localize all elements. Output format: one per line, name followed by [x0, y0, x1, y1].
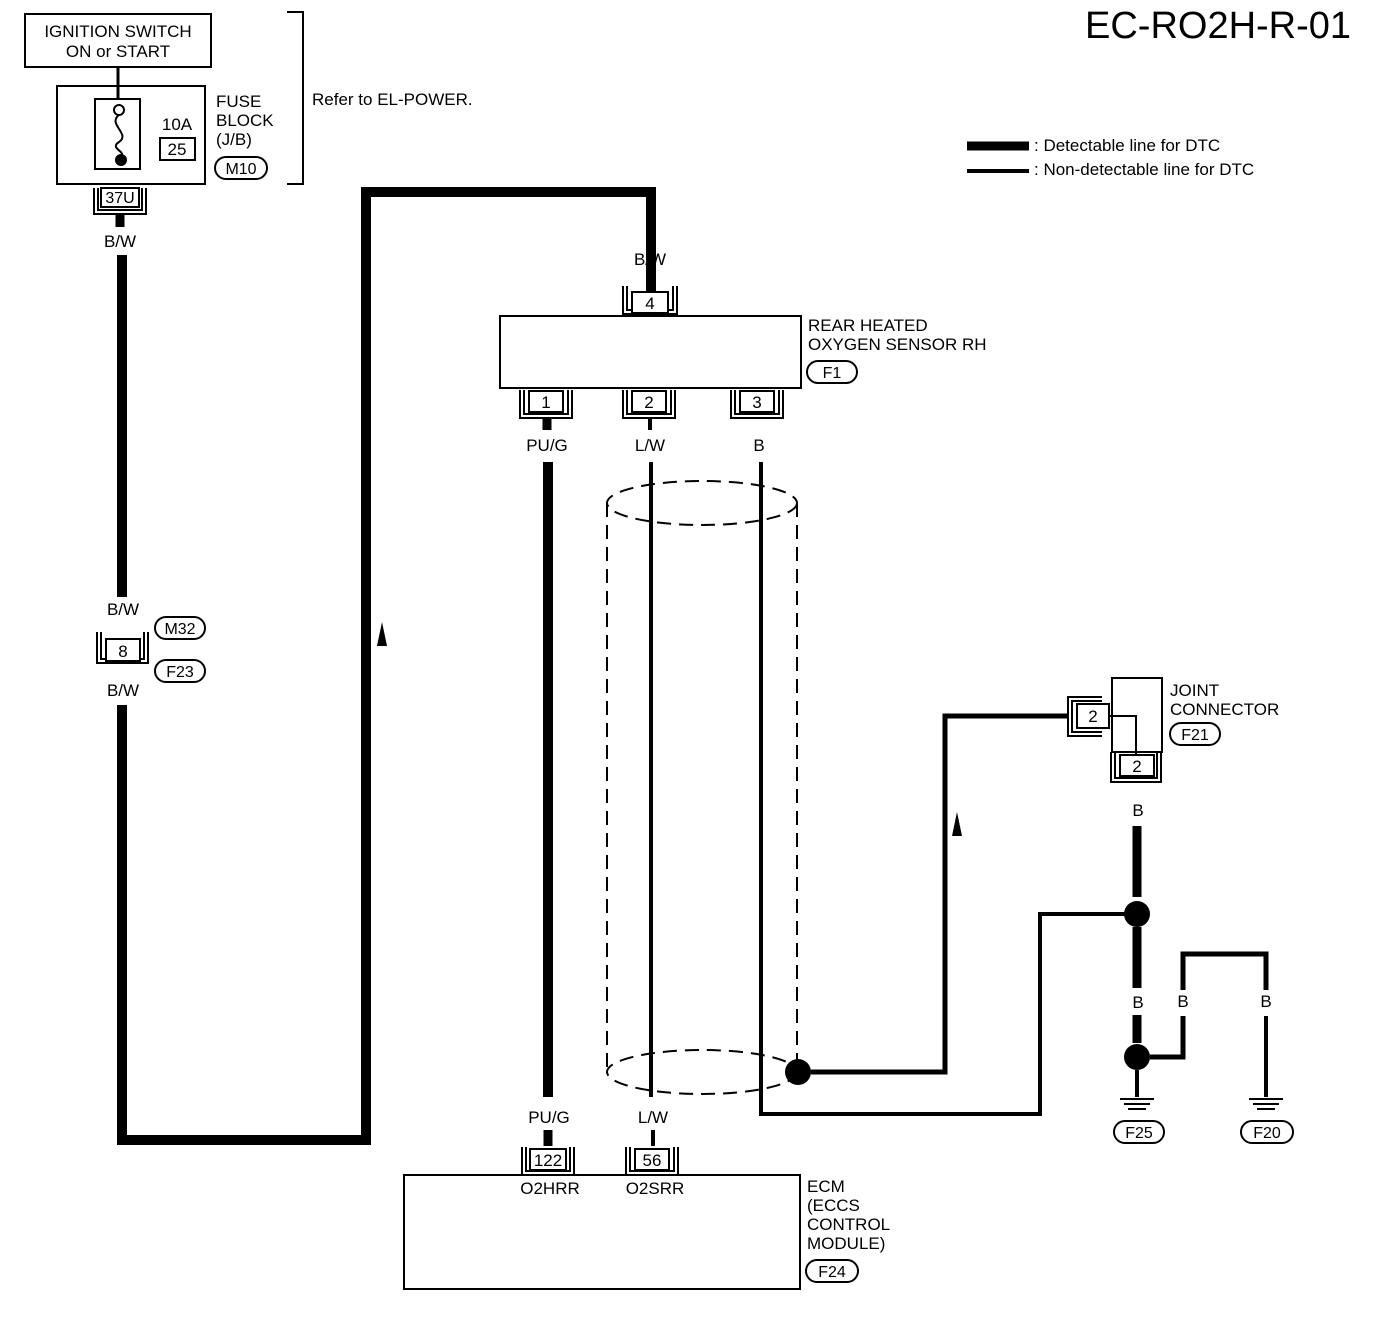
svg-text:1: 1 — [541, 393, 550, 412]
wire-label-bw-3: B/W — [107, 681, 139, 700]
ground-f25-label: F25 — [1125, 1125, 1153, 1142]
fuse-block-line1: FUSE — [216, 92, 261, 111]
ecm-pin-name-o2srr: O2SRR — [626, 1179, 685, 1198]
ecm-line3: CONTROL — [807, 1215, 890, 1234]
wire-label-b-2: B — [1132, 801, 1143, 820]
wire-label-b-1: B — [753, 436, 764, 455]
ecm-line2: (ECCS — [807, 1196, 860, 1215]
refer-note: Refer to EL-POWER. — [312, 90, 473, 109]
ground-f20-label: F20 — [1253, 1125, 1281, 1142]
fuse-block-line3: (J/B) — [216, 130, 252, 149]
wire-label-lw-2: L/W — [638, 1108, 668, 1127]
legend-detectable-text: : Detectable line for DTC — [1034, 136, 1220, 155]
sensor-line1: REAR HEATED — [808, 316, 928, 335]
wire-label-lw-1: L/W — [635, 436, 665, 455]
shield — [606, 480, 798, 1095]
ecm-pin-name-o2hrr: O2HRR — [520, 1179, 580, 1198]
ignition-line1: IGNITION SWITCH — [44, 22, 191, 41]
oxygen-sensor-body — [499, 315, 802, 389]
legend-non-detectable-text: : Non-detectable line for DTC — [1034, 160, 1254, 179]
sensor-pin-1: 1 — [519, 390, 573, 419]
direction-arrow-icon — [377, 622, 387, 646]
ecm-pin-122: 122 — [521, 1147, 575, 1176]
fuse-symbol-icon — [114, 114, 124, 159]
ecm-body — [403, 1174, 801, 1290]
joint-connector-line1: JOINT — [1170, 681, 1219, 700]
wire-label-bw-1: B/W — [104, 232, 136, 251]
ground-f25-icon — [1120, 1098, 1154, 1110]
wire-label-b-5: B — [1260, 992, 1271, 1011]
svg-text:37U: 37U — [105, 190, 134, 207]
fuse-block: 10A 25 — [56, 85, 206, 185]
svg-text:2: 2 — [1132, 757, 1141, 776]
ignition-line2: ON or START — [66, 42, 170, 61]
inline-connector-8: 8 — [96, 632, 149, 664]
ecm-conn: F24 — [818, 1264, 846, 1281]
direction-arrow-icon — [952, 812, 962, 836]
legend: : Detectable line for DTC : Non-detectab… — [967, 136, 1254, 179]
inline-conn-m32: M32 — [164, 621, 195, 638]
ecm-pin-56: 56 — [625, 1147, 679, 1176]
joint-connector-conn: F21 — [1181, 727, 1209, 744]
terminal-37u: 37U — [93, 187, 147, 215]
inline-conn-f23: F23 — [166, 664, 194, 681]
diagram-id: EC-RO2H-R-01 — [1085, 5, 1351, 47]
ground-f20-icon — [1249, 1098, 1283, 1110]
wire-label-pug-2: PU/G — [528, 1108, 570, 1127]
wire-label-pug-1: PU/G — [526, 436, 568, 455]
svg-text:8: 8 — [118, 642, 127, 661]
sensor-line2: OXYGEN SENSOR RH — [808, 335, 987, 354]
wire-label-b-4: B — [1177, 992, 1188, 1011]
fuse-block-line2: BLOCK — [216, 111, 274, 130]
svg-text:3: 3 — [752, 393, 761, 412]
svg-text:4: 4 — [645, 294, 654, 313]
sensor-conn: F1 — [823, 365, 842, 382]
sensor-pin-3: 3 — [730, 390, 784, 419]
joint-connector-line2: CONNECTOR — [1170, 700, 1279, 719]
svg-text:2: 2 — [644, 393, 653, 412]
refer-bracket — [287, 11, 304, 185]
fuse-rating: 10A — [162, 115, 193, 134]
joint-connector: 2 2 — [1067, 677, 1163, 783]
svg-text:122: 122 — [534, 1151, 562, 1170]
svg-text:2: 2 — [1088, 707, 1097, 726]
fuse-block-conn: M10 — [225, 161, 256, 178]
ignition-switch: IGNITION SWITCH ON or START — [24, 13, 212, 68]
ecm-line1: ECM — [807, 1177, 845, 1196]
svg-text:56: 56 — [643, 1151, 662, 1170]
wire-label-b-3: B — [1132, 993, 1143, 1012]
sensor-pin-2: 2 — [622, 390, 676, 419]
sensor-pin-4: 4 — [622, 286, 678, 315]
wire-label-bw-4: B/W — [634, 250, 666, 269]
fuse-number: 25 — [168, 140, 187, 159]
wire-label-bw-2: B/W — [107, 600, 139, 619]
ecm-line4: MODULE) — [807, 1234, 885, 1253]
